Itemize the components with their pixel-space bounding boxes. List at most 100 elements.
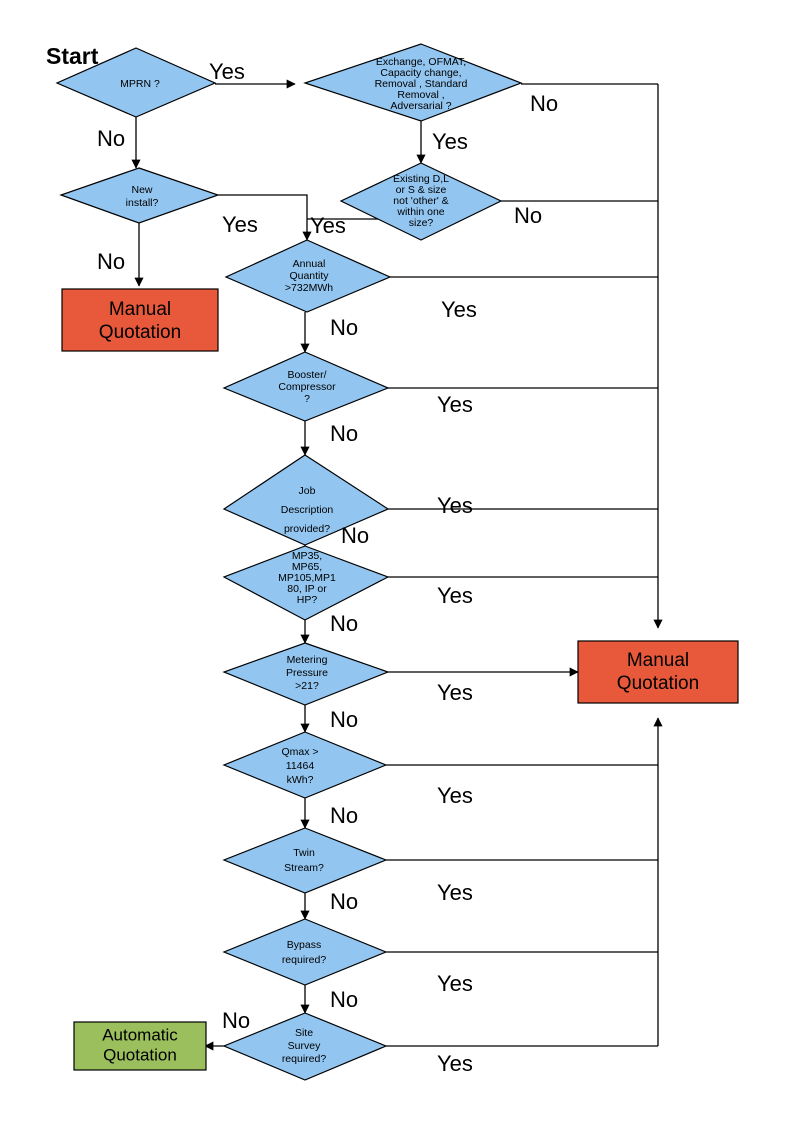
metering-line-3: >21?	[295, 680, 319, 692]
node-metering-pressure[interactable]: Metering Pressure >21?	[222, 642, 390, 706]
automatic-line-2: Quotation	[103, 1045, 177, 1064]
label-twin-yes: Yes	[437, 880, 473, 905]
bypass-diamond[interactable]	[222, 918, 388, 986]
sitesurvey-line-1: Site	[295, 1027, 313, 1039]
twin-line-1: Twin	[293, 847, 315, 859]
existing-line-2: or S & size	[396, 184, 447, 196]
mptypes-line-3: MP105,MP1	[278, 572, 336, 584]
exchange-line-5: Adversarial ?	[390, 100, 451, 112]
annual-line-1: Annual	[293, 258, 326, 270]
qmax-line-1: Qmax >	[281, 746, 318, 758]
label-metering-no: No	[330, 707, 358, 732]
qmax-diamond[interactable]	[222, 731, 388, 799]
existing-line-1: Existing D,L	[393, 173, 449, 185]
label-exchange-yes: Yes	[432, 129, 468, 154]
edge-label-layer: Yes No No Yes No Yes No Yes Yes No Yes N…	[97, 59, 558, 1076]
jobdesc-line-2: Description	[281, 504, 334, 516]
annual-line-3: >732MWh	[285, 282, 333, 294]
mptypes-line-4: 80, IP or	[287, 583, 327, 595]
label-mprn-no: No	[97, 126, 125, 151]
label-newinstall-yes: Yes	[222, 212, 258, 237]
node-manual-quotation-left[interactable]: Manual Quotation	[61, 288, 219, 352]
label-existing-no: No	[514, 203, 542, 228]
label-jobdesc-no: No	[341, 523, 369, 548]
metering-pressure-diamond[interactable]	[222, 642, 390, 706]
manual-left-line-2: Quotation	[99, 322, 181, 343]
automatic-line-1: Automatic	[102, 1025, 178, 1044]
job-description-diamond[interactable]	[222, 454, 390, 546]
label-qmax-yes: Yes	[437, 783, 473, 808]
node-manual-quotation-right[interactable]: Manual Quotation	[577, 640, 739, 704]
jobdesc-line-1: Job	[299, 485, 316, 497]
node-job-description[interactable]: Job Description provided?	[222, 454, 390, 546]
existing-dls-diamond[interactable]	[339, 162, 503, 241]
existing-line-5: size?	[409, 217, 434, 229]
annual-quantity-diamond[interactable]	[224, 239, 392, 313]
label-existing-yes: Yes	[310, 213, 346, 238]
mptypes-line-2: MP65,	[292, 561, 322, 573]
node-qmax[interactable]: Qmax > 11464 kWh?	[222, 731, 388, 799]
mp-types-diamond[interactable]	[222, 545, 390, 621]
booster-line-3: ?	[304, 393, 310, 405]
mprn-diamond[interactable]	[55, 47, 217, 118]
manual-left-box[interactable]	[61, 288, 219, 352]
existing-line-3: not 'other' &	[393, 195, 448, 207]
twin-stream-diamond[interactable]	[222, 827, 388, 894]
bypass-line-1: Bypass	[287, 939, 321, 951]
qmax-line-2: 11464	[286, 760, 315, 772]
site-survey-diamond[interactable]	[222, 1012, 388, 1081]
label-booster-yes: Yes	[437, 392, 473, 417]
label-metering-yes: Yes	[437, 680, 473, 705]
twin-line-2: Stream?	[284, 862, 324, 874]
label-mprn-yes: Yes	[209, 59, 245, 84]
exchange-line-1: Exchange, OFMAT,	[376, 56, 466, 68]
sitesurvey-line-2: Survey	[288, 1040, 321, 1052]
exchange-diamond[interactable]	[303, 43, 523, 122]
mptypes-line-1: MP35,	[292, 550, 322, 562]
mprn-line-1: MPRN ?	[120, 78, 160, 90]
mptypes-line-5: HP?	[297, 594, 318, 606]
manual-right-line-2: Quotation	[617, 673, 699, 694]
existing-line-4: within one	[396, 206, 444, 218]
manual-left-line-1: Manual	[109, 299, 171, 320]
label-mptypes-no: No	[330, 611, 358, 636]
label-mptypes-yes: Yes	[437, 583, 473, 608]
node-mprn[interactable]: MPRN ?	[55, 47, 217, 118]
node-automatic-quotation[interactable]: Automatic Quotation	[73, 1021, 207, 1071]
automatic-box[interactable]	[73, 1021, 207, 1071]
booster-diamond[interactable]	[222, 351, 390, 422]
connector-layer	[131, 79, 663, 1051]
new-install-diamond[interactable]	[59, 167, 220, 224]
booster-line-2: Compressor	[278, 381, 336, 393]
label-sitesurvey-yes: Yes	[437, 1051, 473, 1076]
metering-line-2: Pressure	[286, 667, 328, 679]
exchange-line-2: Capacity change,	[380, 67, 461, 79]
label-bypass-no: No	[330, 987, 358, 1012]
jobdesc-line-3: provided?	[284, 523, 330, 535]
sitesurvey-line-3: required?	[282, 1053, 327, 1065]
node-bypass[interactable]: Bypass required?	[222, 918, 388, 986]
manual-right-line-1: Manual	[627, 650, 689, 671]
new-install-line-1: New	[131, 184, 152, 196]
node-new-install[interactable]: New install?	[59, 167, 220, 224]
node-site-survey[interactable]: Site Survey required?	[222, 1012, 388, 1081]
label-qmax-no: No	[330, 803, 358, 828]
node-booster[interactable]: Booster/ Compressor ?	[222, 351, 390, 422]
label-exchange-no: No	[530, 91, 558, 116]
node-twin-stream[interactable]: Twin Stream?	[222, 827, 388, 894]
node-exchange[interactable]: Exchange, OFMAT, Capacity change, Remova…	[303, 43, 523, 122]
label-bypass-yes: Yes	[437, 971, 473, 996]
node-mp-types[interactable]: MP35, MP65, MP105,MP1 80, IP or HP?	[222, 545, 390, 621]
label-twin-no: No	[330, 889, 358, 914]
label-jobdesc-yes: Yes	[437, 493, 473, 518]
new-install-line-2: install?	[126, 197, 159, 209]
label-sitesurvey-no: No	[222, 1008, 250, 1033]
manual-right-box[interactable]	[577, 640, 739, 704]
start-label: Start	[46, 43, 99, 69]
bypass-line-2: required?	[282, 954, 327, 966]
node-annual-quantity[interactable]: Annual Quantity >732MWh	[224, 239, 392, 313]
node-existing-dls[interactable]: Existing D,L or S & size not 'other' & w…	[339, 162, 503, 241]
label-annual-no: No	[330, 315, 358, 340]
